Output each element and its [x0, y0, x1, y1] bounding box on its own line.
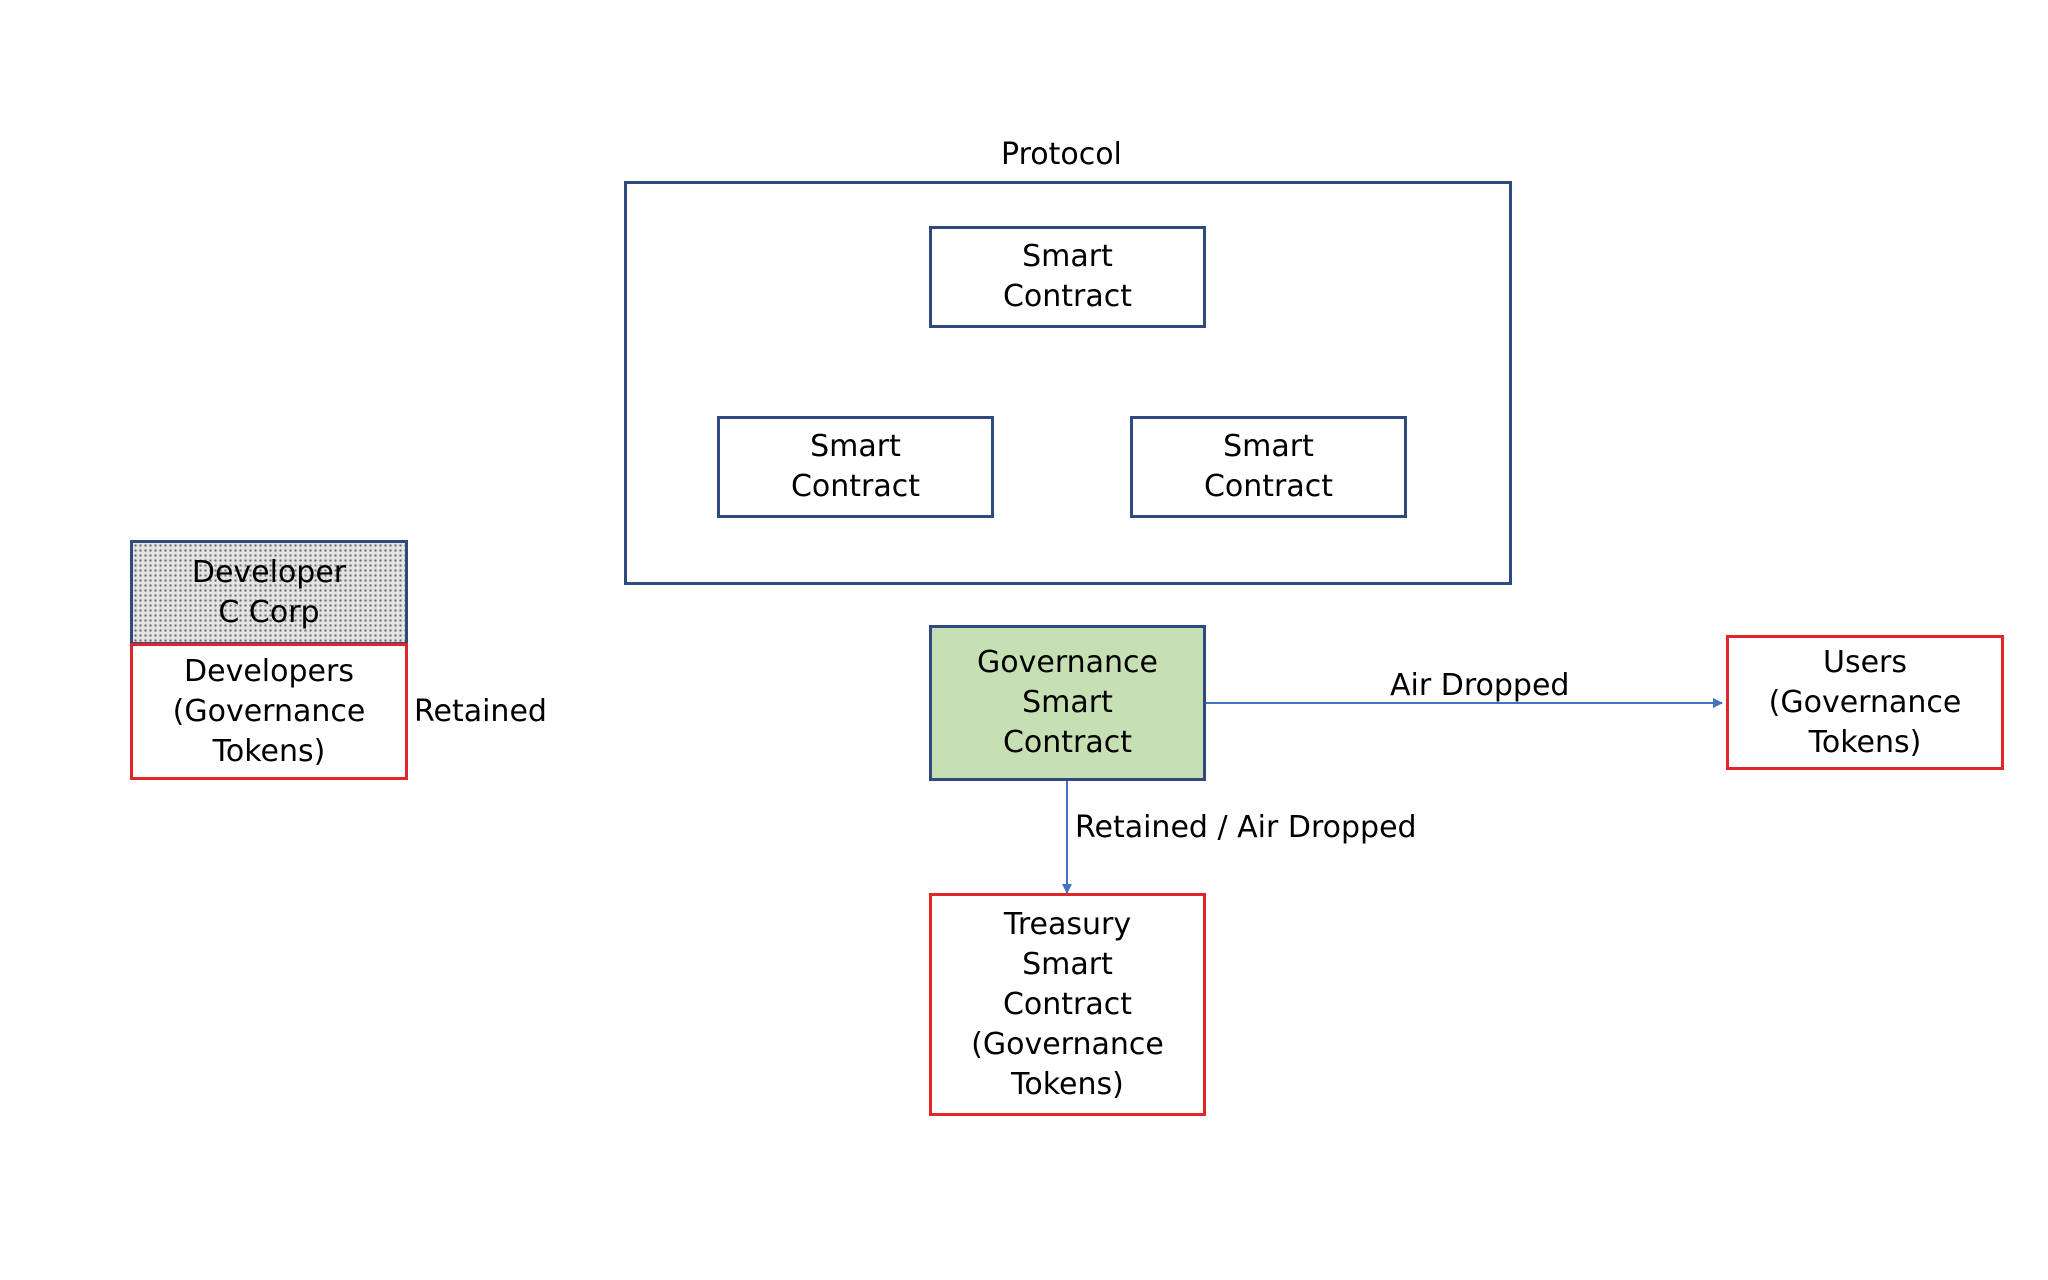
- air-dropped-label: Air Dropped: [1390, 668, 1570, 703]
- developer-c-corp-line-2: C Corp: [218, 594, 320, 630]
- smart-contract-right-line-2: Contract: [1203, 469, 1334, 504]
- developers-line-1: Developers: [184, 653, 354, 689]
- smart-contract-left-line-1: Smart: [810, 429, 901, 464]
- governance-line-3: Contract: [1002, 725, 1133, 760]
- developer-c-corp-line-1: Developer: [191, 554, 347, 590]
- smart-contract-right-line-1: Smart: [1223, 429, 1314, 464]
- protocol-container: [624, 181, 1512, 585]
- developers-line-3: Tokens): [212, 733, 326, 769]
- developers-line-2: (Governance: [172, 693, 366, 729]
- treasury-line-1: Treasury: [1003, 906, 1132, 942]
- smart-contract-top-line-1: Smart: [1022, 239, 1113, 274]
- users-line-3: Tokens): [1808, 724, 1922, 760]
- smart-contract-top: Smart Contract: [929, 226, 1206, 328]
- treasury-line-2: Smart: [1022, 946, 1113, 982]
- governance-line-2: Smart: [1022, 685, 1113, 720]
- treasury-line-5: Tokens): [1011, 1066, 1124, 1102]
- developer-c-corp-box: Developer C Corp: [130, 540, 408, 645]
- treasury-line-4: (Governance: [971, 1026, 1164, 1062]
- developers-box: Developers (Governance Tokens): [130, 643, 408, 780]
- governance-line-1: Governance: [977, 645, 1158, 680]
- smart-contract-left: Smart Contract: [717, 416, 994, 518]
- protocol-title: Protocol: [1001, 137, 1122, 172]
- smart-contract-right: Smart Contract: [1130, 416, 1407, 518]
- smart-contract-top-line-2: Contract: [1002, 279, 1133, 314]
- retained-air-dropped-label: Retained / Air Dropped: [1075, 810, 1417, 845]
- users-line-1: Users: [1822, 644, 1907, 680]
- governance-smart-contract-box: Governance Smart Contract: [929, 625, 1206, 781]
- users-box: Users (Governance Tokens): [1726, 635, 2004, 770]
- treasury-line-3: Contract: [1002, 986, 1133, 1022]
- smart-contract-left-line-2: Contract: [790, 469, 921, 504]
- treasury-smart-contract-box: Treasury Smart Contract (Governance Toke…: [929, 893, 1206, 1116]
- users-line-2: (Governance: [1768, 684, 1962, 720]
- developers-retained-label: Retained: [414, 694, 547, 729]
